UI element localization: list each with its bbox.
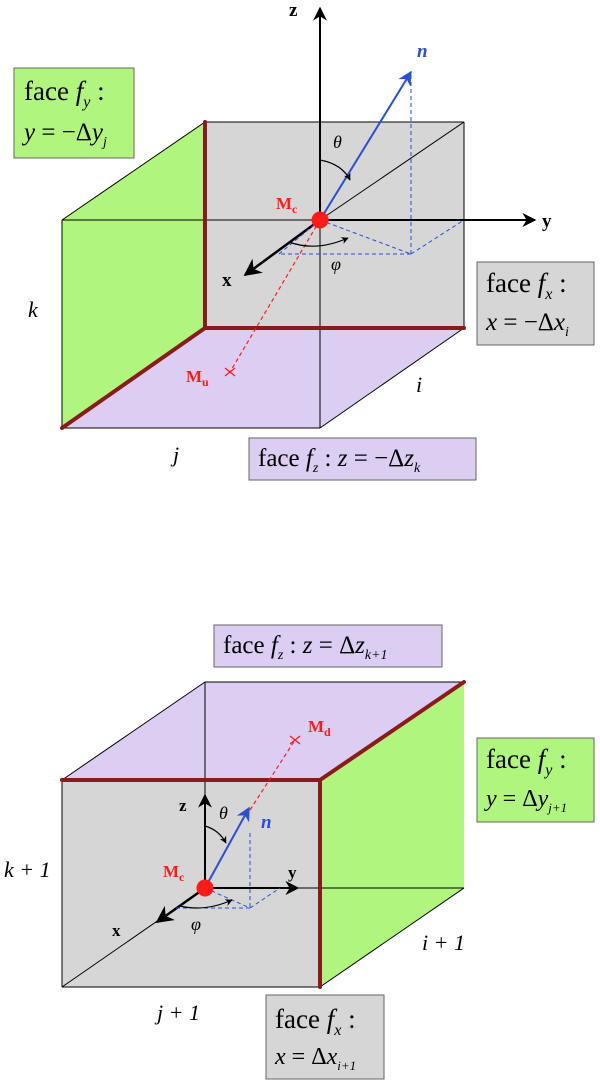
bottom-normal-vector	[204, 806, 250, 889]
bottom-face-fz-box: face fz : z = Δzk+1	[213, 624, 443, 668]
bottom-y-label: y	[288, 863, 297, 882]
bottom-x-axis	[155, 886, 206, 924]
top-face-fz-purple	[62, 328, 464, 428]
top-phi-arc	[288, 237, 349, 247]
top-upstream-cross	[224, 367, 236, 377]
bottom-diagram: z y x n θ φ Mc Md k + 1 i + 1 j + 1 face…	[4, 624, 595, 1080]
top-x-axis	[243, 218, 321, 277]
top-dark-red-edges	[60, 120, 466, 430]
bottom-edge-label-j: j + 1	[154, 1000, 200, 1025]
bottom-z-label: z	[179, 796, 187, 815]
svg-text:face fx :: face fx :	[275, 1004, 356, 1039]
bottom-edge-label-k: k + 1	[4, 857, 51, 882]
bottom-face-fx-box: face fx : x = Δxi+1	[265, 994, 385, 1080]
bottom-face-fy-box: face fy : y = Δyj+1	[476, 737, 595, 823]
svg-text:y = −Δyj: y = −Δyj	[21, 119, 107, 150]
svg-text:y = Δyj+1: y = Δyj+1	[484, 786, 567, 815]
svg-text:x = Δxi+1: x = Δxi+1	[274, 1044, 356, 1073]
top-edge-label-i: i	[416, 372, 422, 397]
bottom-face-fz-purple	[62, 682, 464, 780]
bottom-phi-label: φ	[191, 914, 201, 934]
top-cube-edges	[61, 121, 465, 429]
top-z-label: z	[289, 0, 298, 21]
bottom-dark-red-edges	[60, 680, 466, 989]
top-face-fy-box: face fy : y = −Δyj	[13, 67, 135, 159]
top-face-fx-box: face fx : x = −Δxi	[476, 261, 595, 346]
bottom-theta-arc	[204, 825, 227, 844]
top-x-label: x	[222, 270, 232, 291]
top-diagram: z y x n θ φ Mc Mu k i j face fy : y = −Δ…	[13, 0, 595, 481]
svg-text:x = −Δxi: x = −Δxi	[485, 309, 569, 340]
bottom-phi-arc	[179, 899, 233, 909]
bottom-center-label: Mc	[163, 862, 185, 884]
top-center-label: Mc	[276, 194, 298, 216]
svg-text:face fy :: face fy :	[486, 744, 567, 779]
top-y-label: y	[542, 211, 552, 232]
top-edge-label-k: k	[28, 297, 39, 322]
top-normal-label: n	[417, 41, 428, 62]
top-center-point	[311, 211, 329, 229]
bottom-normal-label: n	[261, 812, 272, 833]
bottom-downstream-cross	[289, 735, 301, 745]
bottom-downstream-label: Md	[308, 717, 331, 739]
bottom-x-label: x	[112, 921, 121, 940]
top-edge-label-j: j	[170, 442, 179, 467]
top-theta-label: θ	[333, 132, 342, 152]
bottom-face-fx-gray	[62, 780, 320, 987]
bottom-center-point	[196, 879, 214, 897]
top-normal-vector	[319, 70, 412, 221]
bottom-theta-label: θ	[219, 803, 228, 823]
svg-text:face fz : z = Δzk+1: face fz : z = Δzk+1	[223, 632, 388, 663]
top-upstream-label: Mu	[186, 367, 209, 389]
svg-text:face fy :: face fy :	[24, 76, 105, 111]
top-theta-arc	[319, 159, 351, 181]
svg-text:face fx :: face fx :	[486, 268, 567, 303]
bottom-cube-edges	[61, 681, 465, 988]
svg-text:face fz : z = −Δzk: face fz : z = −Δzk	[258, 445, 421, 476]
top-face-fz-box: face fz : z = −Δzk	[248, 437, 477, 481]
top-phi-label: φ	[331, 254, 341, 274]
top-projection-lines	[278, 75, 465, 255]
bottom-edge-label-i: i + 1	[422, 930, 465, 955]
bottom-face-fy-green	[320, 682, 464, 987]
